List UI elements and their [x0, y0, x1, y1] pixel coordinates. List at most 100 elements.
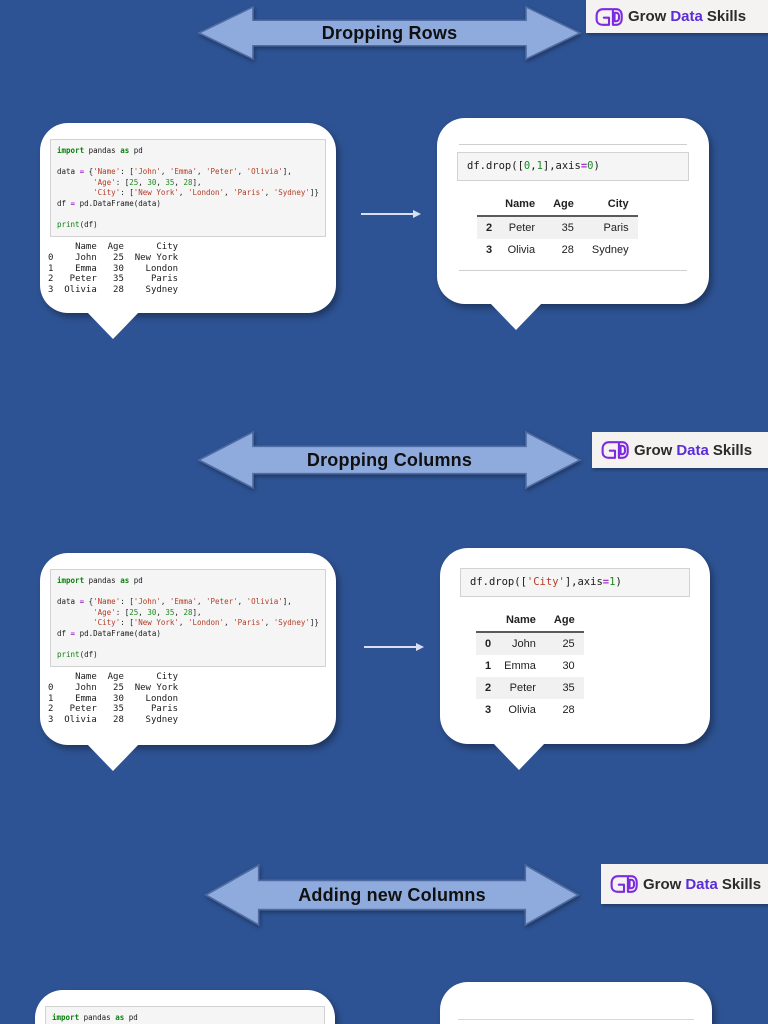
code-line: import pandas as pd: [57, 576, 143, 585]
logo-text-data: Data: [670, 8, 703, 25]
logo-text-grow: Grow: [643, 875, 682, 893]
table-cell: Olivia: [508, 704, 536, 716]
table-cell: 35: [562, 682, 575, 694]
code-line: data = {'Name': ['John', 'Emma', 'Peter'…: [57, 167, 292, 176]
table-cell: Emma: [504, 660, 536, 672]
logo-text-grow: Grow: [628, 8, 667, 25]
code-line: df = pd.DataFrame(data): [57, 628, 161, 638]
banner-dropping-rows: Dropping Rows: [197, 6, 582, 60]
table-cell: Olivia: [507, 244, 536, 256]
table-row: 0 John 25: [476, 632, 584, 655]
result-code-cell: df.drop([0,1],axis=0): [457, 152, 689, 181]
table-cell: 0: [485, 638, 492, 650]
code-bubble-input-1: import pandas as pd data = {'Name': ['Jo…: [40, 123, 336, 339]
code-line: df.drop(['City'],axis=1): [470, 576, 622, 588]
table-cell: Name: [496, 194, 545, 217]
table-cell: Name: [495, 610, 545, 633]
table-cell: Age: [544, 610, 584, 633]
code-cell: import pandas as pd data = {'Name': ['Jo…: [50, 569, 326, 667]
table-cell: 28: [562, 704, 575, 716]
result-code-cell: df.drop(['City'],axis=1): [460, 568, 690, 597]
table-cell: 30: [562, 660, 575, 672]
logo-text-grow: Grow: [634, 441, 673, 459]
banner-title: Adding new Columns: [298, 884, 486, 905]
table-cell: 25: [562, 638, 575, 650]
banner-dropping-columns: Dropping Columns: [197, 431, 582, 489]
gd-monogram-icon: [595, 7, 623, 26]
code-line: [57, 639, 319, 650]
table-cell: Age: [544, 194, 583, 217]
code-line: import pandas as pd: [57, 146, 143, 155]
code-cell: import pandas as pd data = {'Name': ['Jo…: [50, 139, 326, 237]
banner-title: Dropping Rows: [321, 22, 458, 43]
bubble-tail: [86, 743, 140, 771]
table-cell: 28: [561, 244, 574, 256]
logo-text-skills: Skills: [721, 875, 762, 893]
table-row: 1 Emma 30: [476, 655, 584, 677]
flow-arrow-right-icon: [364, 643, 424, 651]
code-line: print(df): [57, 219, 98, 229]
table-cell: Sydney: [591, 244, 629, 256]
double-arrow-icon: [197, 431, 582, 489]
logo-text-skills: Skills: [712, 441, 753, 459]
gd-monogram-icon: [610, 875, 638, 893]
python-code: import pandas as pd data = {'Name': ['Jo…: [57, 576, 319, 660]
code-line: [57, 587, 319, 598]
code-line: import pandas as pd: [52, 1013, 138, 1022]
banner-adding-new-columns: Adding new Columns: [204, 864, 580, 926]
table-cell: [476, 610, 496, 633]
cell-top-rule: [458, 1019, 694, 1020]
table-cell: Paris: [603, 222, 629, 234]
banner-title: Dropping Columns: [306, 449, 473, 470]
code-line: 'City': ['New York', 'London', 'Paris', …: [93, 188, 319, 197]
arrow-line: [364, 646, 416, 648]
table-cell: 35: [561, 222, 574, 234]
code-line: 'City': ['New York', 'London', 'Paris', …: [93, 618, 319, 627]
bubble-tail: [86, 311, 140, 339]
table-cell: John: [512, 638, 536, 650]
table-cell: 2: [485, 682, 492, 694]
python-code: import pandas as pd data = {'Name': ['Jo…: [52, 1013, 318, 1024]
python-code: import pandas as pd data = {'Name': ['Jo…: [57, 146, 319, 230]
brand-logo: Grow Data Skills: [601, 864, 768, 904]
python-code: df.drop([0,1],axis=0): [467, 160, 679, 173]
table-cell: Peter: [508, 222, 536, 234]
brand-logo: Grow Data Skills: [592, 432, 768, 468]
table-cell: [477, 194, 497, 217]
python-code: df.drop(['City'],axis=1): [470, 576, 680, 589]
code-bubble-input-2: import pandas as pd data = {'Name': ['Jo…: [40, 553, 336, 771]
arrow-head: [413, 210, 421, 218]
logo-text-skills: Skills: [706, 8, 747, 25]
result-bubble-3-partial: [440, 982, 712, 1024]
code-line: 'Age': [25, 30, 35, 28],: [93, 177, 202, 187]
table-row: 3 Olivia 28 Sydney: [477, 239, 638, 261]
bubble-tail: [492, 742, 546, 770]
code-line: df = pd.DataFrame(data): [57, 198, 161, 208]
logo-text-data: Data: [685, 875, 718, 893]
code-line: data = {'Name': ['John', 'Emma', 'Peter'…: [57, 597, 292, 606]
arrow-head: [416, 643, 424, 651]
bubble-tail: [489, 302, 543, 330]
table-cell: 1: [485, 660, 492, 672]
double-arrow-icon: [197, 6, 582, 60]
cell-bottom-rule: [459, 270, 687, 271]
table-cell: City: [582, 194, 638, 217]
dataframe-output: Name Age City 0 John 25 New York 1 Emma …: [48, 672, 179, 726]
table-cell: 3: [486, 244, 493, 256]
code-cell: import pandas as pd data = {'Name': ['Jo…: [45, 1006, 325, 1024]
code-line: [57, 209, 319, 220]
double-arrow-icon: [204, 864, 580, 926]
code-line: [57, 157, 319, 168]
flow-arrow-right-icon: [361, 210, 421, 218]
logo-text-data: Data: [676, 441, 709, 459]
code-line: df.drop([0,1],axis=0): [467, 160, 600, 172]
cell-top-rule: [459, 144, 687, 145]
